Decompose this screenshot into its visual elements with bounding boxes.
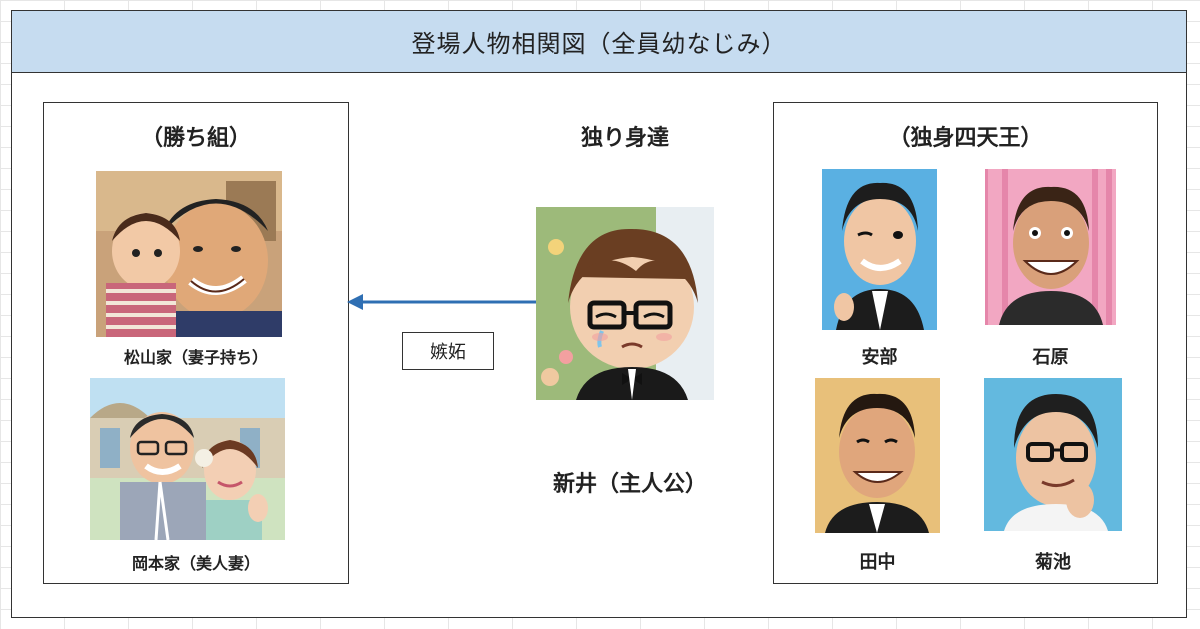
jealousy-arrow bbox=[347, 294, 537, 310]
abe-caption: 安部 bbox=[861, 347, 898, 368]
crying-boy-portrait bbox=[536, 207, 714, 400]
okamoto-caption: 岡本家（美人妻） bbox=[131, 554, 260, 573]
diagram-title: 登場人物相関図（全員幼なじみ） bbox=[11, 10, 1187, 73]
tanaka-caption: 田中 bbox=[859, 552, 896, 573]
kikuchi-caption: 菊池 bbox=[1035, 552, 1071, 573]
relation-label: 嫉妬 bbox=[402, 332, 494, 370]
singles-heading: 独り身達 bbox=[580, 126, 669, 151]
smiling-man-portrait bbox=[815, 378, 940, 533]
glasses-man-portrait bbox=[984, 378, 1122, 531]
grinning-man-portrait bbox=[985, 169, 1116, 325]
matsuyama-caption: 松山家（妻子持ち） bbox=[123, 348, 268, 367]
protagonist-caption: 新井（主人公） bbox=[552, 472, 707, 497]
four-kings-heading: （独身四天王） bbox=[888, 126, 1043, 151]
father-and-child-portrait bbox=[96, 171, 282, 337]
wedding-couple-portrait bbox=[90, 378, 285, 540]
ishihara-caption: 石原 bbox=[1032, 347, 1069, 368]
winking-man-portrait bbox=[822, 169, 937, 330]
winners-heading: （勝ち組） bbox=[140, 126, 251, 151]
